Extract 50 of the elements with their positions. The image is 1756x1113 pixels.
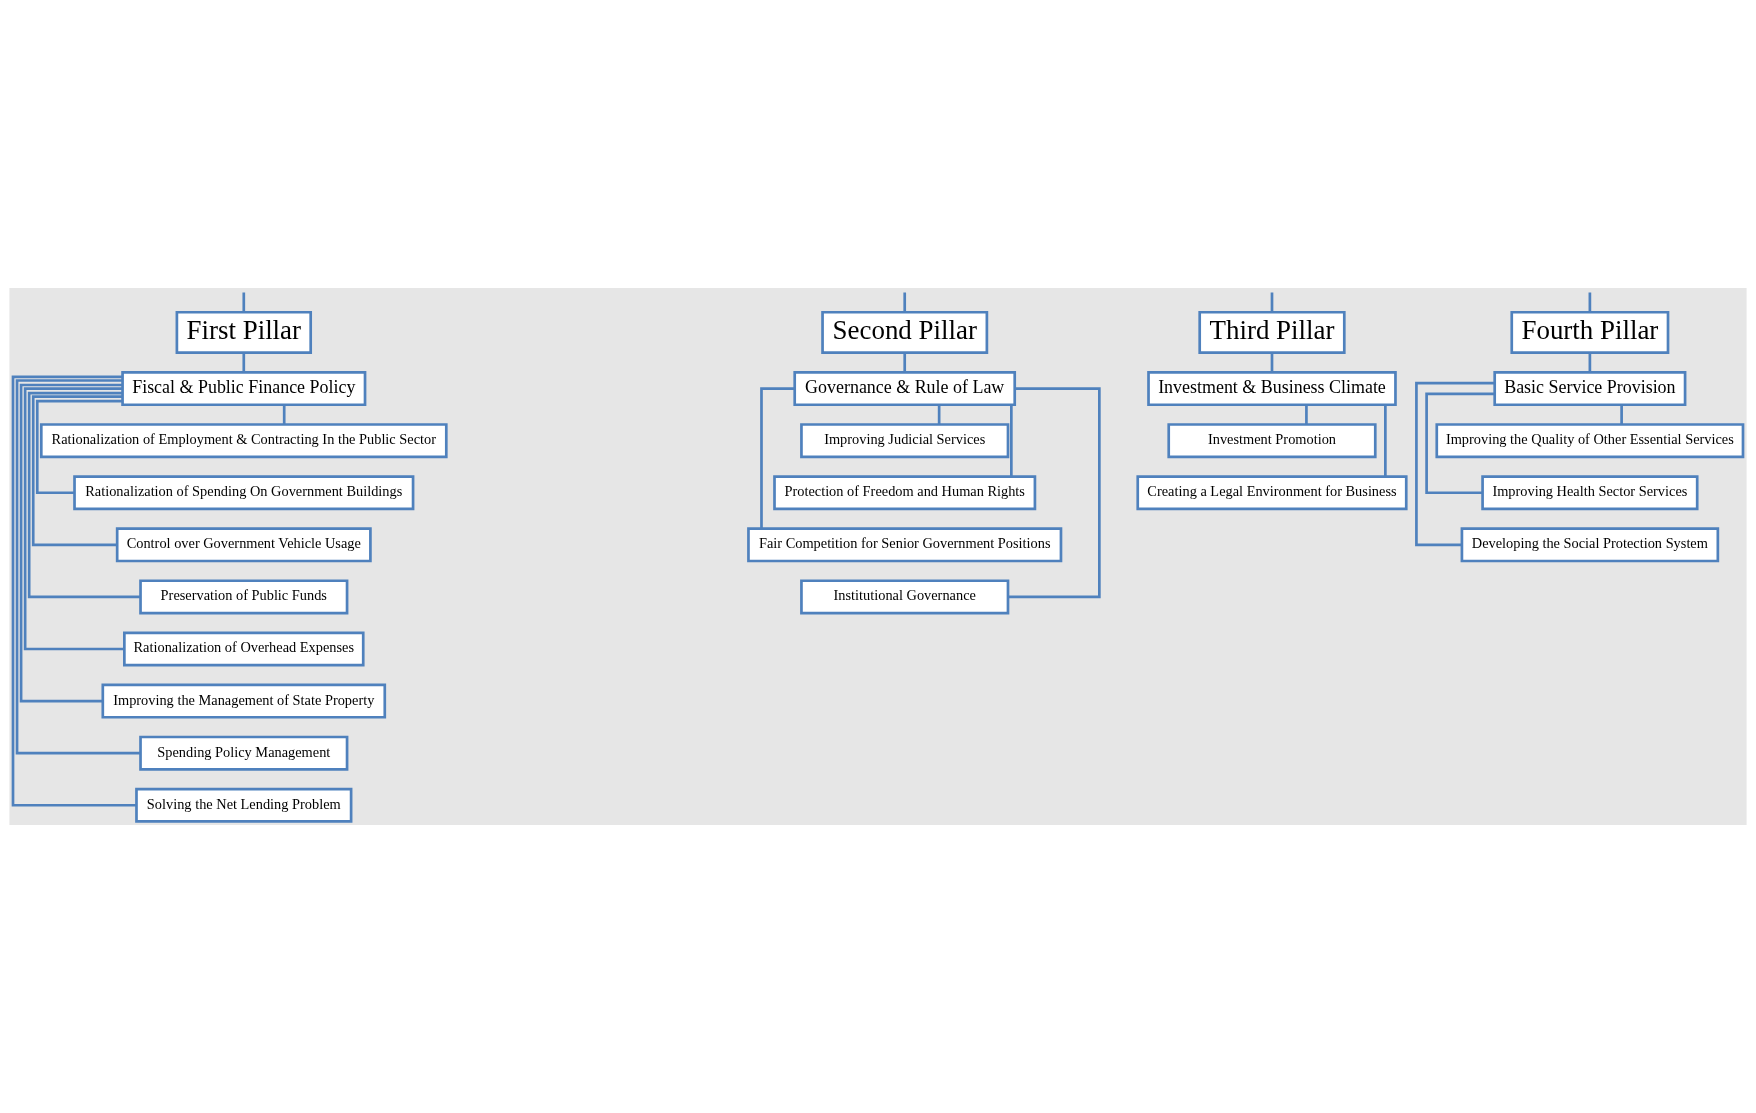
connector <box>31 395 123 547</box>
node-box: Improving Judicial Services <box>800 423 1010 459</box>
node-box: Rationalization of Spending On Government Buildings <box>73 475 415 511</box>
node-box: Protection of Freedom and Human Rights <box>773 475 1037 511</box>
node-box: Spending Policy Management <box>139 735 349 771</box>
connector <box>19 383 123 703</box>
node-box: Creating a Legal Environment for Business <box>1136 475 1408 511</box>
connector <box>1415 381 1495 547</box>
connector <box>23 387 125 651</box>
connector <box>903 352 907 373</box>
connector <box>1425 392 1495 495</box>
connector <box>1588 292 1592 312</box>
node-box: First Pillar <box>175 310 313 354</box>
connector <box>1588 352 1592 373</box>
connector <box>903 292 907 312</box>
node-box: Institutional Governance <box>800 579 1010 615</box>
connector <box>11 375 137 807</box>
node-box: Developing the Social Protection System <box>1460 527 1720 563</box>
node-box: Improving the Management of State Property <box>101 683 387 719</box>
node-box: Investment Promotion <box>1167 423 1377 459</box>
node-box: Solving the Net Lending Problem <box>135 787 353 823</box>
node-box: Control over Government Vehicle Usage <box>115 527 372 563</box>
node-box: Basic Service Provision <box>1493 371 1687 407</box>
connector <box>760 387 795 529</box>
connector <box>242 292 246 312</box>
connector <box>937 404 941 425</box>
connector <box>27 391 141 599</box>
node-box: Second Pillar <box>821 310 989 354</box>
node-box: Fiscal & Public Finance Policy <box>121 371 367 407</box>
connector <box>1010 404 1013 477</box>
connector <box>282 404 286 425</box>
node-box: Rationalization of Employment & Contracting In the Public Sector <box>39 423 448 459</box>
connector <box>35 399 123 495</box>
node-box: Preservation of Public Funds <box>139 579 349 615</box>
connector <box>1620 404 1623 425</box>
connector <box>1384 404 1387 477</box>
node-box: Governance & Rule of Law <box>793 371 1017 407</box>
node-box: Fair Competition for Senior Government Positions <box>747 527 1063 563</box>
node-box: Investment & Business Climate <box>1147 371 1397 407</box>
node-box: Rationalization of Overhead Expenses <box>123 631 365 667</box>
connector <box>242 352 246 373</box>
node-box: Improving Health Sector Services <box>1481 475 1699 511</box>
connector <box>1270 292 1274 312</box>
connector <box>1305 404 1308 425</box>
node-box: Third Pillar <box>1198 310 1346 354</box>
connector <box>1008 387 1101 599</box>
connector <box>1270 352 1274 373</box>
node-box: Improving the Quality of Other Essential Services <box>1435 423 1745 459</box>
connector <box>15 379 141 755</box>
node-box: Fourth Pillar <box>1510 310 1670 354</box>
